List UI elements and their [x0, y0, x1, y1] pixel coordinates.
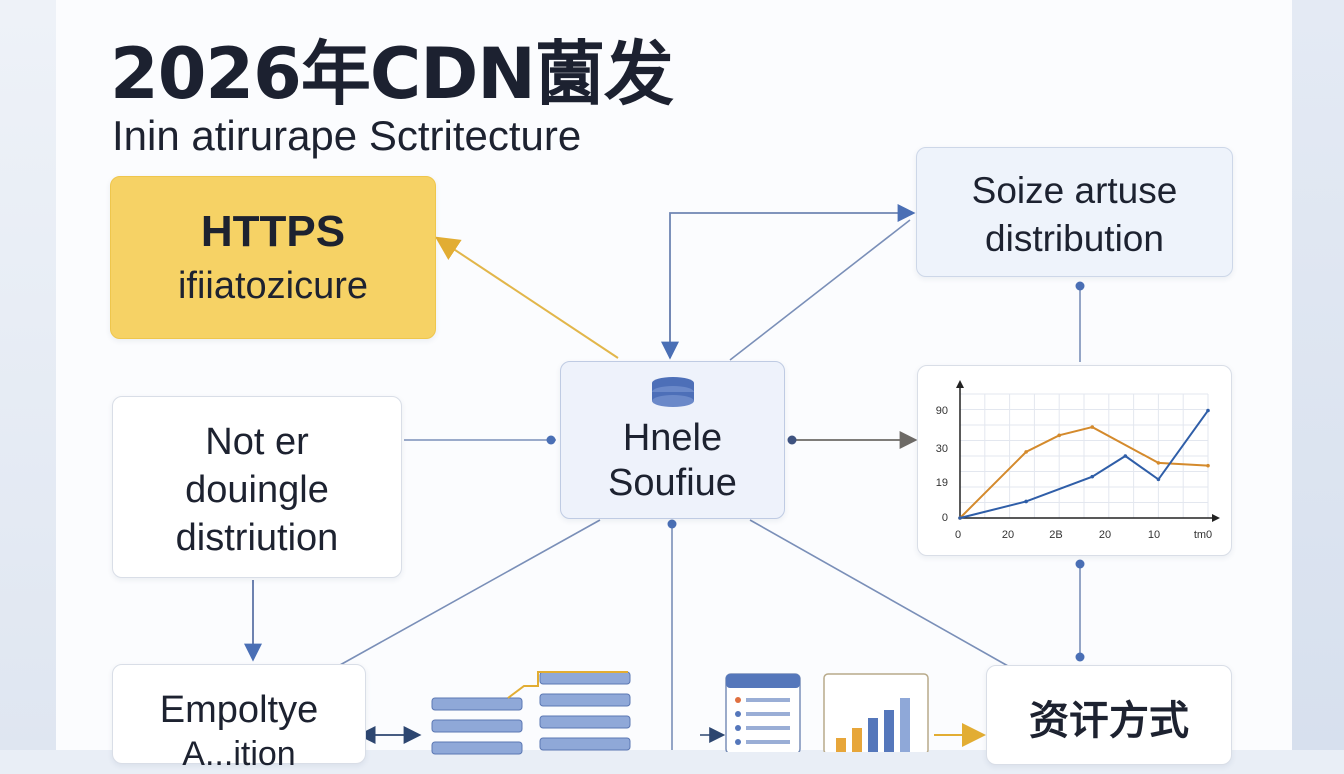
database-icon: [652, 377, 694, 407]
chart-point: [1156, 477, 1161, 482]
size-distribution-node: Soize artuse distribution: [916, 147, 1233, 277]
not-er-line1: Not er: [205, 421, 309, 463]
chart-x-axis-arrow: [1212, 514, 1220, 522]
center-node-line2: Soufiue: [608, 462, 737, 504]
size-node-line2: distribution: [985, 218, 1164, 259]
not-er-line2: douingle: [185, 469, 329, 511]
chart-point: [1024, 450, 1028, 454]
chart-point: [1090, 425, 1095, 429]
chart-point: [958, 516, 962, 520]
chart-y-tick-label: 19: [936, 477, 948, 489]
cn-method-node: 资讦方式: [986, 665, 1232, 765]
https-node: HTTPS ifiiatozicure: [110, 176, 436, 339]
line-chart: 90 30 19 00 20 2B 20 10 tm0: [936, 380, 1220, 541]
line-center-to-cn: [749, 519, 1009, 667]
chart-y-axis-arrow: [956, 380, 964, 388]
chart-x-tick-label: 10: [1148, 529, 1160, 541]
chart-x-tick-label: tm0: [1194, 529, 1212, 541]
https-node-title: HTTPS: [200, 207, 346, 256]
chart-y-tick-label: 90: [936, 405, 948, 417]
chart-x-tick-label: 0: [955, 529, 961, 541]
center-node: Hnele Soufiue: [560, 361, 785, 519]
bar-chart-icon: [823, 673, 929, 752]
chart-y-tick-label: 30: [936, 443, 948, 455]
arrow-center-to-https: [434, 236, 619, 359]
chart-x-tick-label: 2B: [1049, 529, 1062, 541]
chart-y-tick-label: 0: [942, 512, 948, 524]
chart-point: [1024, 499, 1028, 504]
empol-node: Empoltye A...ition: [112, 664, 366, 773]
chart-point: [1206, 408, 1210, 413]
chart-x-tick-label: 20: [1099, 529, 1111, 541]
page-title: 2026年CDN薗发: [110, 33, 674, 115]
center-node-line1: Hnele: [622, 417, 723, 459]
line-center-to-size: [729, 219, 911, 361]
background-left: [0, 0, 56, 750]
background-right: [1292, 0, 1344, 750]
chart-point: [1156, 461, 1161, 465]
chart-point: [1090, 474, 1095, 479]
chart-point: [1123, 454, 1128, 458]
chart-series-line-2: [959, 409, 1209, 519]
page-subtitle: Inin atirurape Sctritecture: [112, 112, 582, 159]
connectors: [244, 204, 1085, 750]
not-er-node: Not er douingle distriution: [112, 396, 402, 578]
empol-line1: Empoltye: [159, 689, 319, 731]
size-node-line1: Soize artuse: [971, 170, 1178, 211]
line-center-to-empol: [339, 519, 601, 666]
chart-point: [1057, 433, 1061, 438]
stacked-list-icon: [431, 671, 631, 755]
chart-point: [1206, 463, 1210, 468]
https-node-label: ifiiatozicure: [177, 265, 369, 307]
document-icon: [725, 673, 801, 752]
not-er-line3: distriution: [175, 517, 339, 559]
empol-line2: A...ition: [182, 735, 296, 773]
chart-x-tick-label: 20: [1002, 529, 1014, 541]
chart-series-line-1: [959, 426, 1209, 519]
cn-node-line1: 资讦方式: [1029, 698, 1189, 744]
arrow-loop-to-size: [669, 204, 916, 358]
